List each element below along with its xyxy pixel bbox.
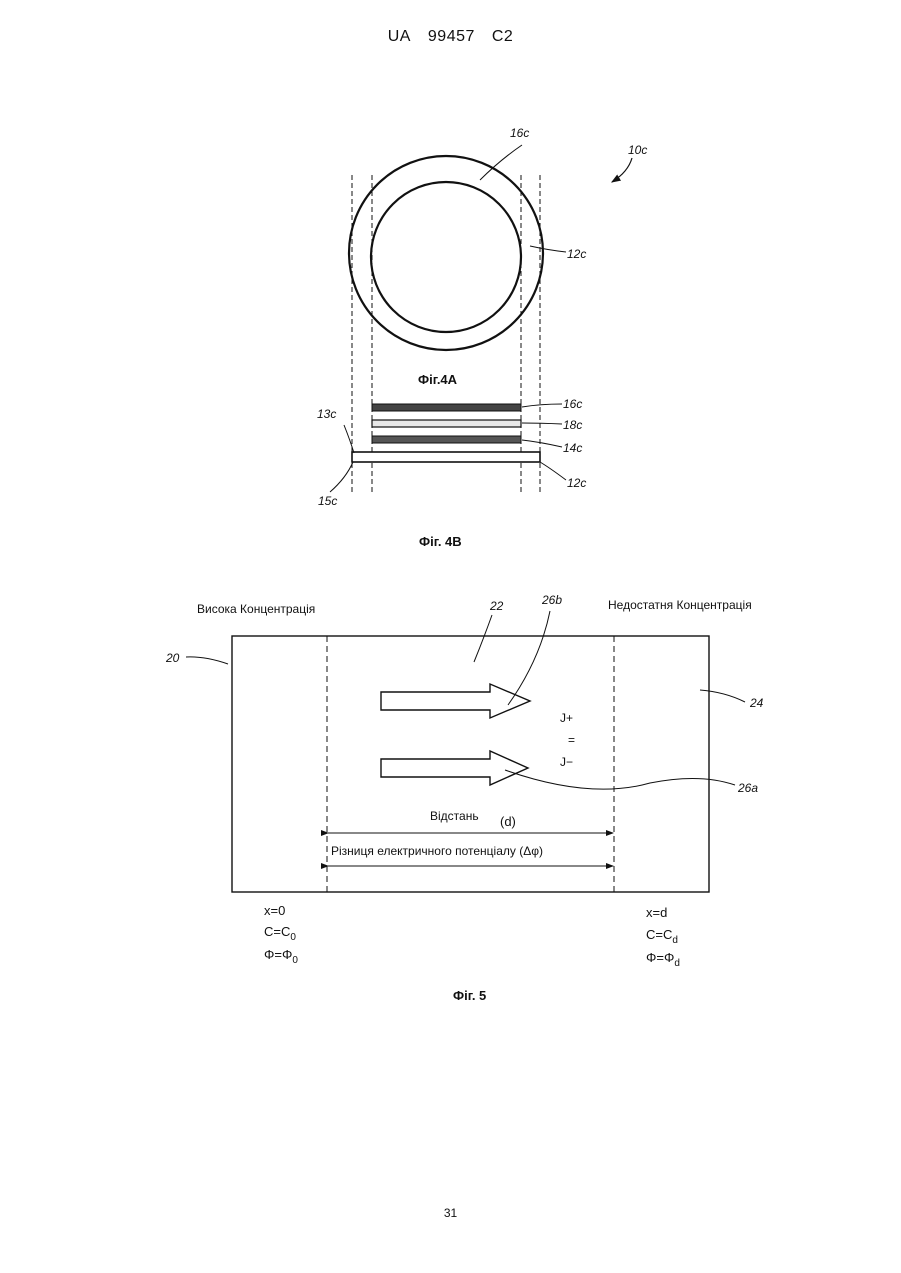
ref-12c: 12c [567,476,586,490]
high-concentration-label: Висока Концентрація [197,602,315,616]
ref-24: 24 [749,696,764,710]
anion-flux-arrow [381,751,528,785]
figure-5: Висока Концентрація Недостатня Концентра… [165,593,764,1003]
ref-14c: 14c [563,441,582,455]
caption-fig-5: Фіг. 5 [453,988,486,1003]
ref-20: 20 [165,651,180,665]
layer-18c [372,420,521,427]
ref-26a: 26a [737,781,758,795]
cation-flux-arrow [381,684,530,718]
leader-16c-top [480,145,522,180]
x-zero: x=0 [264,903,285,918]
low-concentration-label: Недостатня Концентрація [608,598,752,612]
j-minus: J− [560,755,573,769]
outer-ring-12c [349,156,543,350]
leader-10c [612,158,632,182]
ref-16c: 16c [563,397,582,411]
ref-13c: 13c [317,407,336,421]
leader-16c [522,404,562,407]
leader-12c [540,462,566,480]
leader-26a [505,770,735,789]
leader-14c [522,440,562,447]
phi-zero: Φ=Φ0 [264,947,298,966]
leader-26b [508,611,550,705]
caption-fig-4b: Фіг. 4В [419,534,462,549]
ref-26b: 26b [541,593,562,607]
ref-10c: 10c [628,143,647,157]
phi-d: Φ=Φd [646,950,680,969]
leader-12c-top [530,246,566,252]
ref-18c: 18c [563,418,582,432]
inner-disc-16c [371,182,521,332]
distance-symbol: (d) [500,814,516,829]
c-zero: C=C0 [264,924,296,943]
leader-24 [700,690,745,702]
x-d: x=d [646,905,667,920]
layer-12c [352,452,540,462]
potential-label: Різниця електричного потенціалу (Δφ) [331,844,543,858]
layer-14c [372,436,521,443]
leader-15c [330,462,353,492]
leader-22 [474,615,492,662]
c-d: C=Cd [646,927,678,946]
distance-label: Відстань [430,809,479,823]
page-number: 31 [0,1206,901,1220]
ref-16c-top: 16c [510,126,529,140]
j-plus: J+ [560,711,573,725]
layer-16c [372,404,521,411]
equals-sign: = [568,733,575,747]
leader-20 [186,657,228,664]
ref-22: 22 [489,599,504,613]
ref-15c: 15c [318,494,337,508]
figure-4: 10c 16c 12c Фіг.4А 16c 18c 14c 12c 13c 1… [317,126,647,549]
ref-12c-top: 12c [567,247,586,261]
leader-18c [522,423,562,424]
caption-fig-4a: Фіг.4А [418,372,458,387]
